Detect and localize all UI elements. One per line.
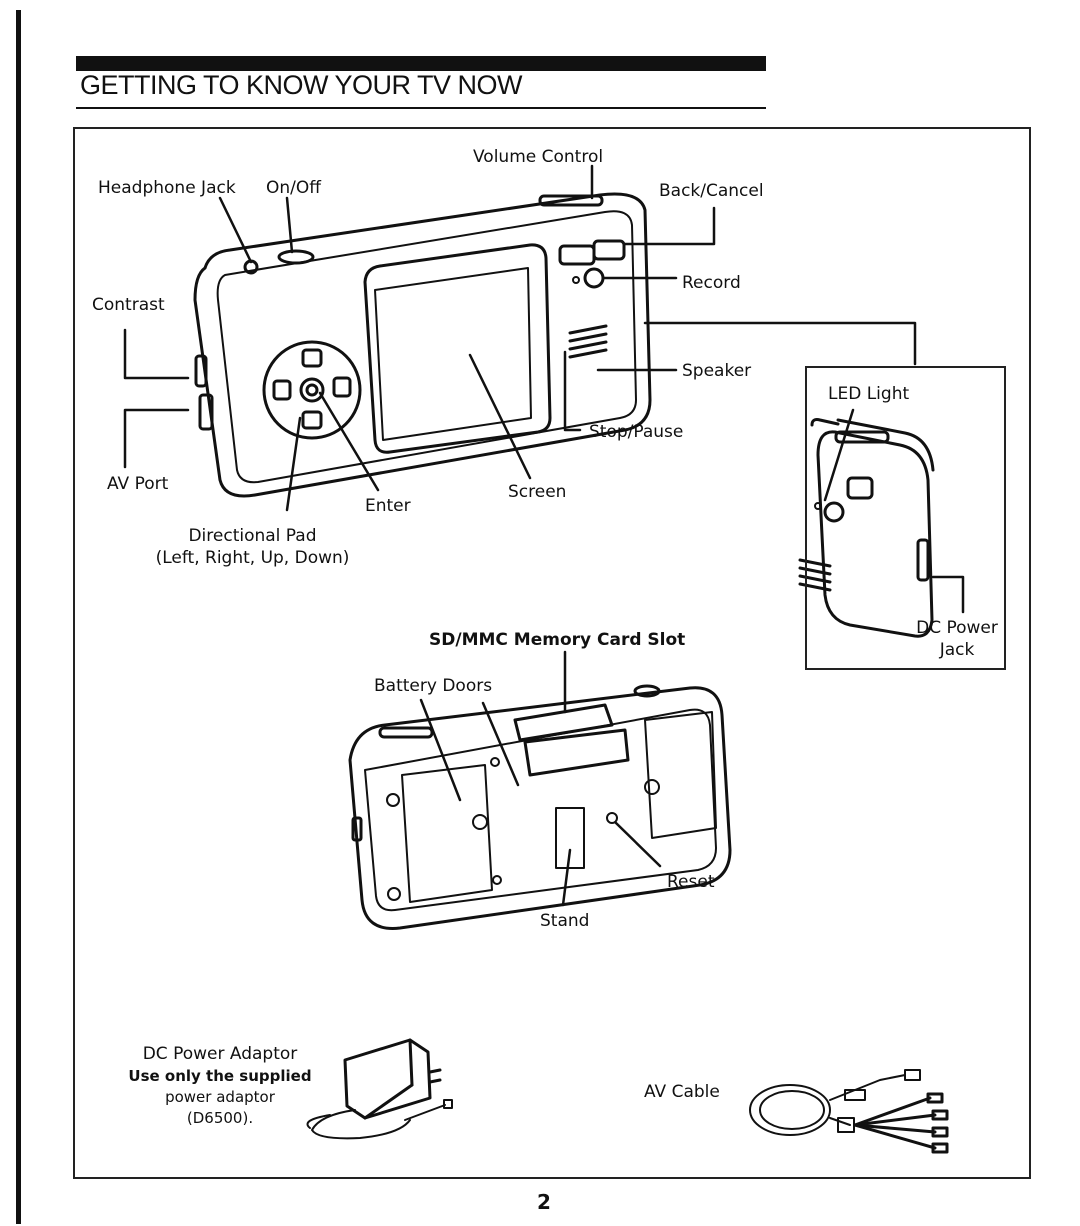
page-title: GETTING TO KNOW YOUR TV NOW [80, 70, 523, 100]
av-cable-art [749, 1069, 949, 1154]
front-device [193, 192, 652, 498]
reset-label: Reset [667, 872, 715, 892]
left-margin-rule [16, 10, 21, 1224]
diagram-frame [73, 127, 1031, 1179]
directional-pad-label: Directional Pad [188, 526, 317, 546]
adaptor-line3: power adaptor [165, 1088, 275, 1106]
enter-label: Enter [365, 496, 411, 516]
dc-power-jack-label-1: DC Power [916, 618, 998, 638]
page-number: 2 [537, 1190, 551, 1214]
stop-pause-label: Stop/Pause [589, 422, 684, 442]
back-cancel-label: Back/Cancel [659, 181, 764, 201]
adaptor-model: (D6500). [186, 1109, 254, 1127]
power-adaptor-art [306, 1038, 453, 1140]
directional-pad-sublabel: (Left, Right, Up, Down) [155, 548, 350, 568]
led-light-label: LED Light [828, 384, 910, 404]
adaptor-title: DC Power Adaptor [142, 1044, 298, 1064]
av-cable-label: AV Cable [644, 1082, 720, 1102]
volume-control-label: Volume Control [473, 147, 604, 167]
title-underline [76, 107, 766, 109]
contrast-label: Contrast [92, 295, 165, 315]
side-view-inset [805, 366, 1006, 670]
dc-power-jack-label-2: Jack [939, 640, 975, 660]
stand-label: Stand [540, 911, 590, 931]
screen-label: Screen [508, 482, 567, 502]
av-port-label: AV Port [107, 474, 169, 494]
battery-doors-label: Battery Doors [374, 676, 493, 696]
header-bar [76, 56, 766, 71]
adaptor-warning: Use only the supplied [128, 1067, 312, 1085]
record-label: Record [682, 273, 741, 293]
headphone-jack-label: Headphone Jack [98, 178, 236, 198]
sd-mmc-slot-label: SD/MMC Memory Card Slot [429, 630, 686, 650]
speaker-label: Speaker [682, 361, 752, 381]
on-off-label: On/Off [266, 178, 321, 198]
back-device [348, 650, 732, 930]
